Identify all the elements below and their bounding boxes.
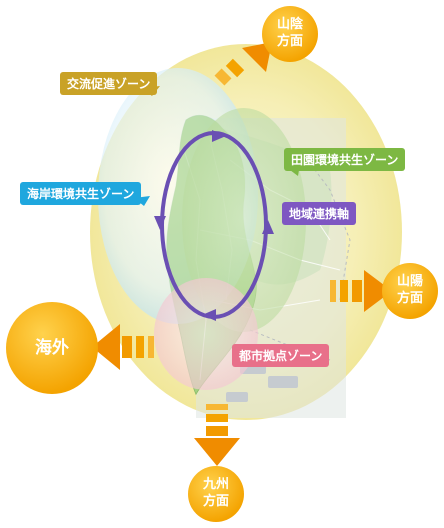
kyushu-line2: 方面: [202, 494, 229, 509]
sanin-line1: 山陰: [276, 17, 303, 32]
axis-label: 地域連携軸: [282, 202, 357, 225]
arrow-sanyo: [330, 270, 392, 312]
sanin-text: 山陰 方面: [262, 16, 318, 50]
sanyo-line2: 方面: [396, 291, 423, 306]
regional-axis-loop: [154, 130, 274, 321]
overseas-text: 海外: [35, 338, 69, 358]
kyushu-line1: 九州: [202, 477, 229, 492]
urban-zone-ellipse: [154, 278, 258, 390]
rural-zone-ellipse: [182, 108, 306, 332]
zone-label-exchange: 交流促進ゾーン: [60, 72, 158, 95]
sanyo-circle: [382, 263, 438, 319]
kyushu-circle: [188, 466, 244, 522]
sanin-line2: 方面: [276, 34, 303, 49]
zone-label-rural: 田園環境共生ゾーン: [284, 148, 406, 171]
kyushu-text: 九州 方面: [188, 476, 244, 510]
zone-label-urban: 都市拠点ゾーン: [232, 344, 330, 367]
arrow-overseas: [92, 324, 154, 370]
arrow-sanin: [214, 42, 272, 86]
zone-label-coast: 海岸環境共生ゾーン: [20, 182, 142, 205]
sanyo-line1: 山陽: [396, 274, 423, 289]
arrow-kyushu: [194, 404, 240, 466]
sanin-circle: [262, 6, 318, 62]
sanyo-text: 山陽 方面: [382, 273, 438, 307]
overseas-circle: [6, 302, 98, 394]
